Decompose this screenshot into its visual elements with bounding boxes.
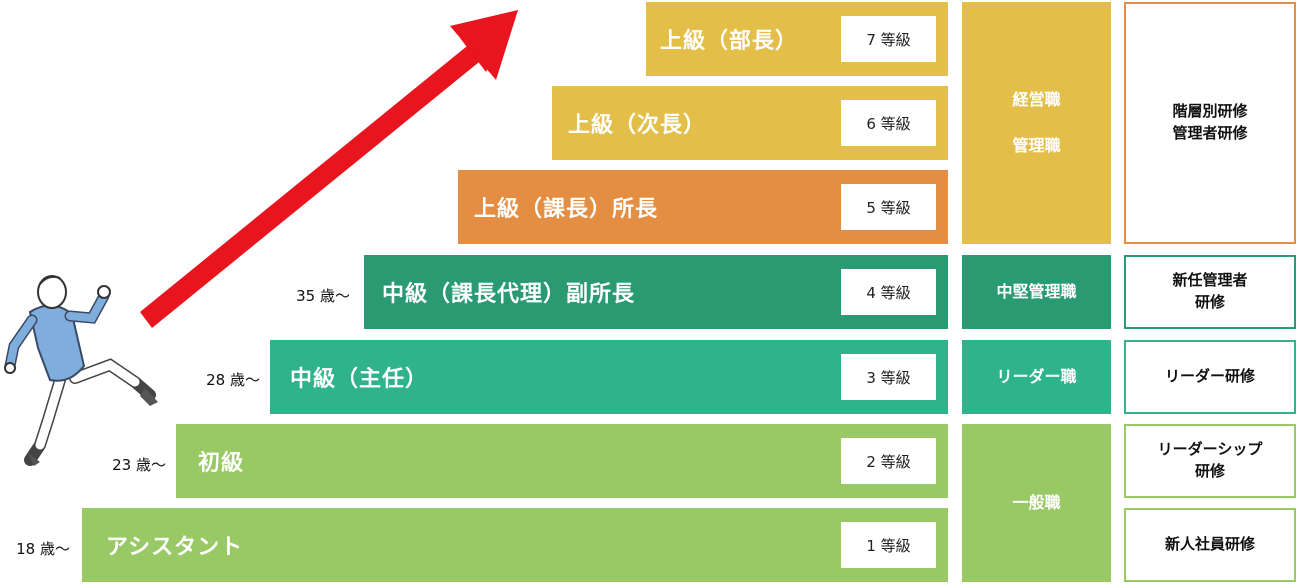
training-new-manager: 新任管理者 研修 bbox=[1124, 255, 1296, 329]
training-new-employee: 新人社員研修 bbox=[1124, 508, 1296, 582]
training-label: 研修 bbox=[1194, 462, 1225, 480]
up-arrow-icon bbox=[140, 10, 518, 328]
category-management: 経営職 管理職 bbox=[962, 2, 1111, 244]
age-label-35: 35 歳～ bbox=[296, 286, 350, 305]
step-title: 上級（部長） bbox=[660, 29, 799, 54]
age-label-18: 18 歳～ bbox=[16, 539, 70, 558]
step-grade-2: 初級 2 等級 bbox=[176, 424, 948, 498]
category-label: 中堅管理職 bbox=[996, 281, 1077, 301]
step-title: アシスタント bbox=[106, 535, 244, 560]
step-title: 上級（次長） bbox=[568, 113, 707, 138]
category-label: リーダー職 bbox=[996, 366, 1077, 386]
category-middle-management: 中堅管理職 bbox=[962, 255, 1111, 329]
step-grade-5: 上級（課長）所長 5 等級 bbox=[458, 170, 948, 244]
age-label-23: 23 歳～ bbox=[112, 455, 166, 474]
category-label: 一般職 bbox=[1012, 492, 1061, 512]
training-label: 研修 bbox=[1194, 293, 1225, 311]
training-label: 新人社員研修 bbox=[1164, 535, 1255, 554]
step-title: 中級（主任） bbox=[290, 367, 429, 392]
training-label: 新任管理者 bbox=[1172, 271, 1248, 290]
age-label-28: 28 歳～ bbox=[206, 370, 260, 389]
training-label: リーダー研修 bbox=[1164, 367, 1255, 386]
running-man-icon bbox=[4, 275, 158, 466]
training-management: 階層別研修 管理者研修 bbox=[1124, 2, 1296, 244]
step-title: 中級（課長代理）副所長 bbox=[382, 282, 636, 307]
grade-label: 7 等級 bbox=[841, 16, 936, 62]
grade-label: 1 等級 bbox=[841, 522, 936, 568]
grade-label: 3 等級 bbox=[841, 354, 936, 400]
category-label: 管理職 bbox=[1012, 136, 1061, 155]
step-grade-3: 中級（主任） 3 等級 bbox=[270, 340, 948, 414]
training-leadership: リーダーシップ 研修 bbox=[1124, 424, 1296, 498]
grade-label: 6 等級 bbox=[841, 100, 936, 146]
category-leader: リーダー職 bbox=[962, 340, 1111, 414]
step-title: 上級（課長）所長 bbox=[474, 197, 659, 222]
training-leader: リーダー研修 bbox=[1124, 340, 1296, 414]
step-grade-4: 中級（課長代理）副所長 4 等級 bbox=[364, 255, 948, 329]
grade-label: 2 等級 bbox=[841, 438, 936, 484]
category-label: 経営職 bbox=[1012, 89, 1061, 109]
step-grade-1: アシスタント 1 等級 bbox=[82, 508, 948, 582]
grade-label: 4 等級 bbox=[841, 269, 936, 315]
step-grade-7: 上級（部長） 7 等級 bbox=[646, 2, 948, 76]
grade-label: 5 等級 bbox=[841, 184, 936, 230]
training-label: 階層別研修 bbox=[1172, 102, 1248, 121]
category-general: 一般職 bbox=[962, 424, 1111, 582]
step-grade-6: 上級（次長） 6 等級 bbox=[552, 86, 948, 160]
training-label: リーダーシップ bbox=[1157, 440, 1263, 459]
training-label: 管理者研修 bbox=[1172, 124, 1248, 142]
step-title: 初級 bbox=[198, 451, 245, 476]
